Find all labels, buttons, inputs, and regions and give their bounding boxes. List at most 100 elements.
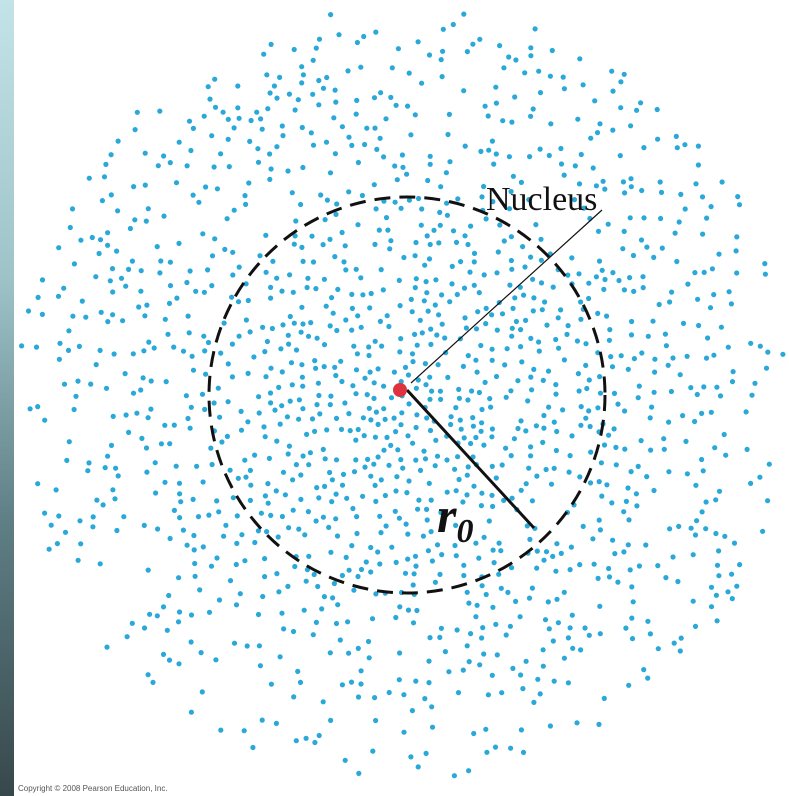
electron-dot [177,515,183,521]
electron-dot [398,457,404,463]
electron-dot [126,429,132,435]
electron-dot [186,118,193,124]
electron-dot [610,88,616,94]
electron-dot [440,26,446,32]
electron-dot [623,625,629,631]
electron-dot [426,256,433,262]
electron-dot [33,344,40,350]
electron-dot [546,404,552,410]
electron-dot [239,532,245,538]
electron-dot [230,249,236,255]
electron-dot [670,554,676,560]
electron-dot [489,346,495,352]
electron-dot [537,691,543,697]
electron-dot [622,408,628,414]
electron-dot [647,631,654,637]
electron-dot [261,51,267,57]
electron-dot [293,347,300,353]
electron-dot [351,469,358,475]
electron-dot [609,68,615,74]
electron-dot [699,456,705,463]
electron-dot [523,317,529,323]
electron-dot [148,378,154,384]
electron-dot [531,699,537,706]
electron-dot [490,199,496,205]
electron-dot [262,434,268,440]
electron-dot [155,163,161,169]
electron-dot [461,285,468,291]
electron-dot [536,339,542,345]
electron-dot [312,358,318,364]
electron-dot [224,433,230,439]
electron-dot [529,585,536,591]
electron-dot [107,278,113,284]
electron-dot [316,495,322,501]
electron-dot [700,231,706,237]
electron-dot [588,449,594,455]
electron-dot [481,442,487,448]
electron-dot [346,189,352,195]
electron-dot [427,153,433,159]
electron-dot [510,305,516,311]
electron-dot [215,385,221,391]
electron-dot [461,572,467,579]
electron-dot [413,424,419,431]
electron-dot [528,45,534,51]
electron-dot [572,163,578,169]
electron-dot [729,379,736,385]
electron-dot [682,206,688,212]
electron-dot [176,575,182,581]
electron-dot [415,764,421,770]
electron-dot [553,391,559,397]
electron-dot [560,407,566,413]
electron-dot [432,463,438,469]
electron-dot [538,280,545,286]
electron-dot [615,401,621,407]
electron-dot [674,145,680,151]
electron-dot [355,645,361,652]
electron-dot [342,400,348,406]
electron-dot [479,583,485,589]
electron-dot [512,94,518,100]
electron-dot [547,723,554,729]
electron-dot [729,571,735,577]
electron-dot [625,485,631,491]
electron-dot [462,315,468,321]
electron-dot [205,267,211,273]
electron-dot [479,490,485,496]
electron-dot [110,289,116,295]
electron-dot [473,434,479,441]
electron-dot [473,357,479,363]
electron-dot [201,113,207,119]
electron-dot [509,119,515,125]
electron-dot [372,338,378,344]
electron-dot [528,53,534,59]
electron-dot [561,357,568,363]
electron-dot [333,372,339,379]
electron-dot [663,575,669,581]
electron-dot [676,219,682,225]
electron-dot [392,199,398,205]
electron-dot [248,117,254,124]
electron-dot [264,338,270,345]
electron-dot [302,532,308,538]
electron-dot [381,447,387,453]
electron-dot [103,161,109,167]
electron-dot [663,343,670,349]
electron-dot [339,572,345,579]
electron-dot [267,176,273,182]
electron-dot [561,172,567,178]
electron-dot [714,562,721,568]
electron-dot [164,627,170,633]
electron-dot [274,144,280,150]
electron-dot [479,194,485,200]
electron-dot [193,288,199,294]
electron-dot [470,415,476,421]
electron-dot [394,177,400,183]
electron-dot [130,351,136,357]
electron-dot [365,638,372,645]
electron-dot [176,240,182,246]
electron-dot [512,295,518,301]
electron-dot [509,325,515,331]
electron-dot [580,523,586,530]
